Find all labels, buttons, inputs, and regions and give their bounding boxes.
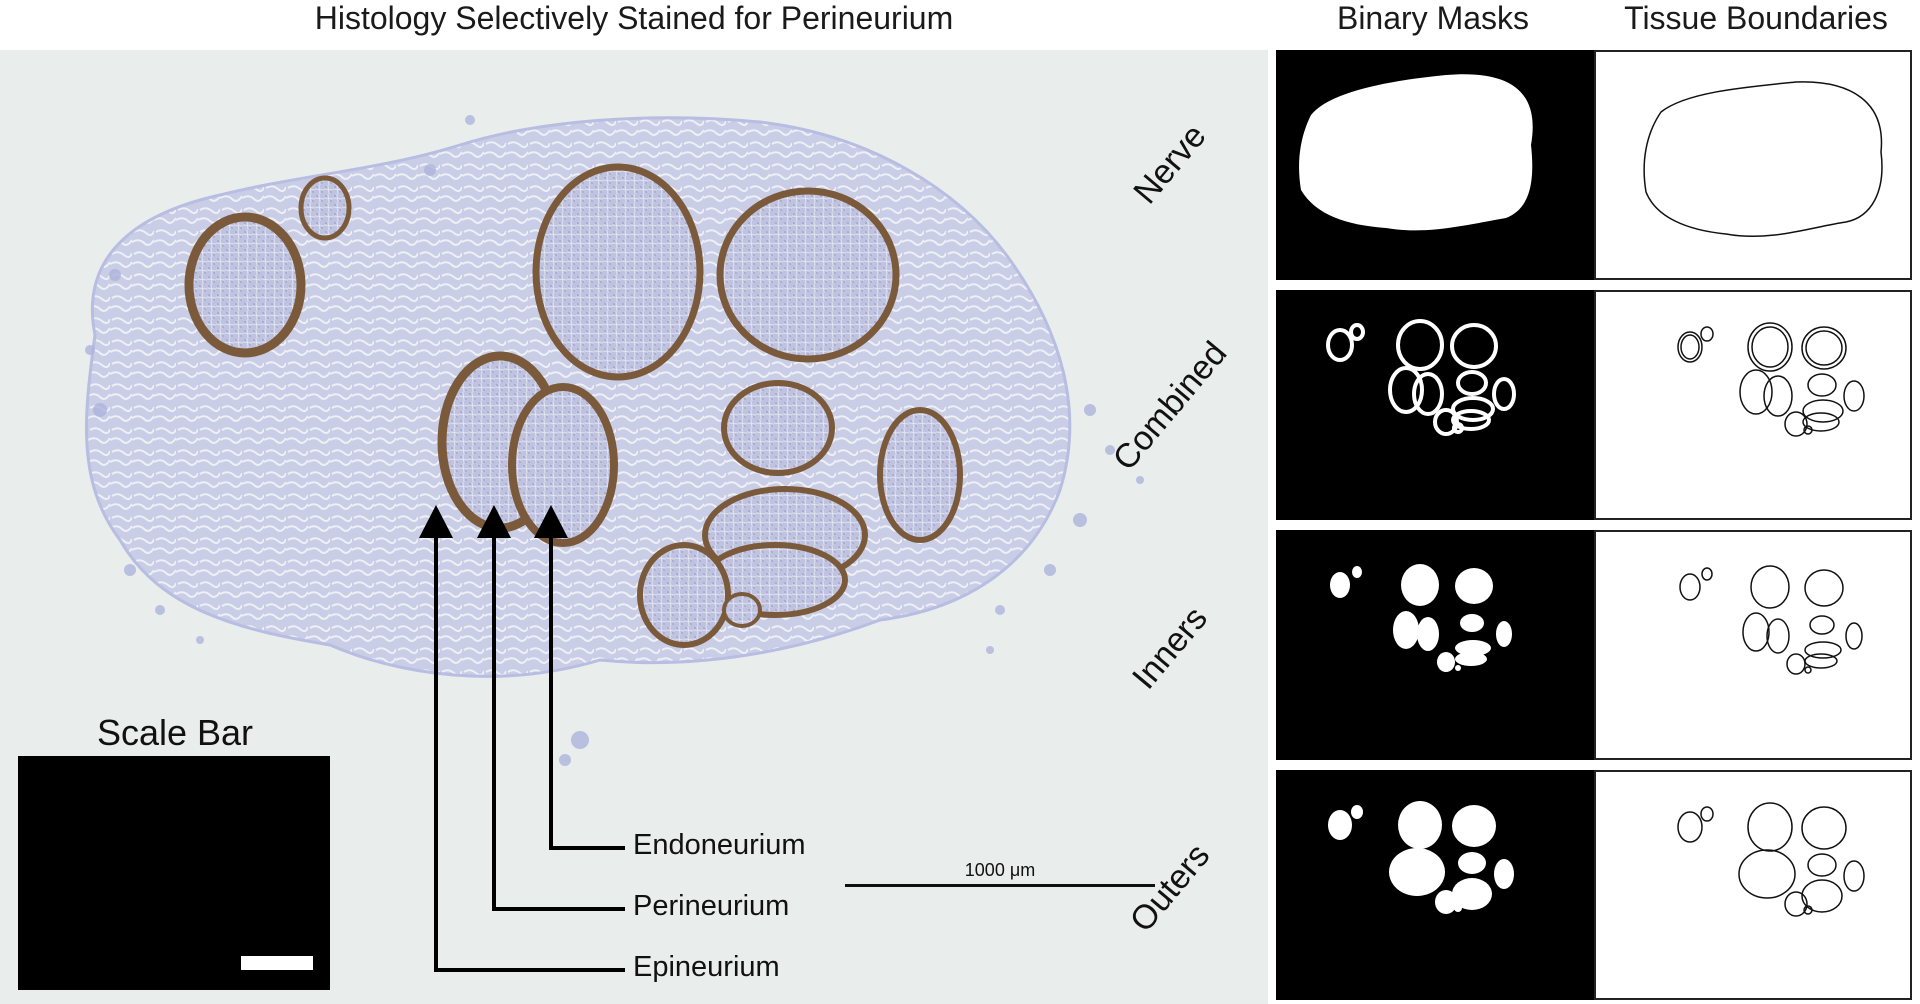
mask-combined	[1276, 290, 1594, 520]
histology-drawing	[85, 115, 1144, 972]
boundary-combined	[1594, 290, 1912, 520]
perineurium-label: Perineurium	[633, 890, 790, 922]
boundary-inners	[1594, 530, 1912, 760]
boundary-outers	[1594, 770, 1912, 1000]
annotation-arrows	[434, 537, 625, 972]
epineurium-label: Epineurium	[633, 951, 780, 983]
scale-bar-box	[18, 756, 330, 990]
fascicles	[184, 163, 963, 648]
arrow-heads	[419, 505, 568, 538]
tissue-debris	[85, 115, 1144, 766]
boundary-nerve	[1594, 50, 1912, 280]
tissue-boundaries-title: Tissue Boundaries	[1624, 0, 1888, 36]
scale-bar-white	[241, 956, 313, 970]
scale-bar-label: 1000 μm	[964, 860, 1036, 880]
mask-inners	[1276, 530, 1594, 760]
mask-outers	[1276, 770, 1594, 1000]
mask-nerve	[1276, 50, 1594, 280]
scale-bar-title: Scale Bar	[96, 712, 254, 753]
scale-bar-line	[845, 884, 1155, 887]
endoneurium-label: Endoneurium	[633, 829, 806, 861]
histology-title: Histology Selectively Stained for Perine…	[314, 0, 954, 36]
binary-masks-title: Binary Masks	[1336, 0, 1530, 36]
